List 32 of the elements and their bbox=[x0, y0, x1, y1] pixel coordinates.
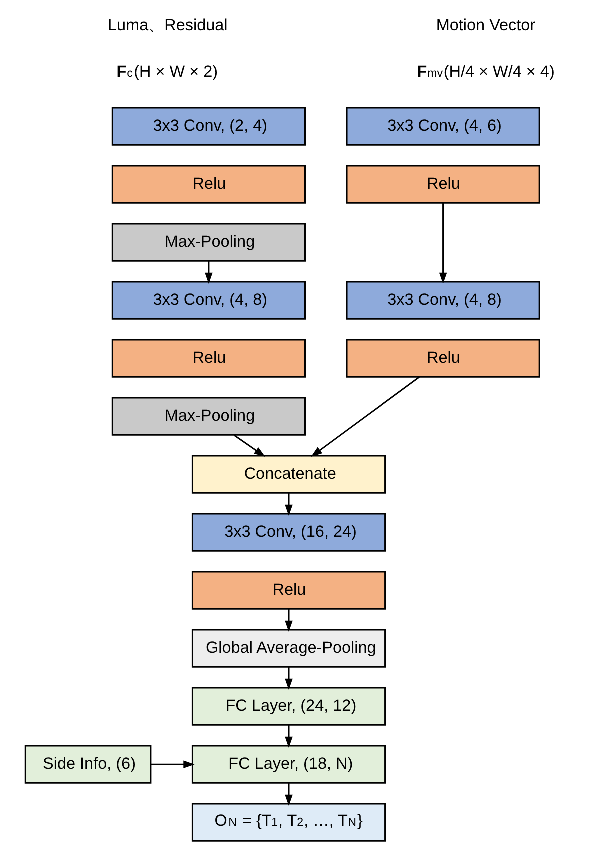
node-box: FC Layer, (18, N) bbox=[191, 745, 386, 784]
label: Fc(H × W × 2) bbox=[116, 62, 218, 81]
node-box: Concatenate bbox=[191, 455, 386, 494]
arrow bbox=[284, 725, 292, 748]
node-box: ON = {T1, T2, …, TN} bbox=[191, 803, 386, 842]
node-box: Relu bbox=[346, 165, 540, 204]
node-box: 3x3 Conv, (4, 8) bbox=[111, 281, 306, 320]
node-box: 3x3 Conv, (2, 4) bbox=[111, 107, 306, 146]
arrow bbox=[310, 376, 420, 458]
node-box: Max-Pooling bbox=[111, 397, 306, 436]
arrow bbox=[284, 609, 292, 632]
arrow bbox=[150, 760, 194, 769]
node-box: 3x3 Conv, (4, 8) bbox=[346, 281, 540, 320]
node-box: Global Average-Pooling bbox=[191, 629, 386, 668]
node-box: Relu bbox=[111, 339, 306, 378]
label: Motion Vector bbox=[436, 16, 536, 34]
node-box: FC Layer, (24, 12) bbox=[191, 687, 386, 726]
label: Luma、Residual bbox=[108, 16, 228, 34]
node-box: Max-Pooling bbox=[111, 223, 306, 262]
label: Fmv(H/4 × W/4 × 4) bbox=[416, 62, 554, 81]
node-box: 3x3 Conv, (4, 6) bbox=[346, 107, 540, 146]
node-box: Relu bbox=[191, 571, 386, 610]
arrow bbox=[284, 667, 292, 690]
arrow bbox=[438, 203, 447, 284]
node-box: Relu bbox=[111, 165, 306, 204]
node-box: Relu bbox=[346, 339, 540, 378]
arrow bbox=[204, 261, 212, 284]
arrow bbox=[233, 434, 265, 458]
arrow bbox=[284, 493, 292, 516]
node-box: 3x3 Conv, (16, 24) bbox=[191, 513, 386, 552]
arrow bbox=[284, 783, 292, 806]
node-box: Side Info, (6) bbox=[24, 745, 152, 784]
